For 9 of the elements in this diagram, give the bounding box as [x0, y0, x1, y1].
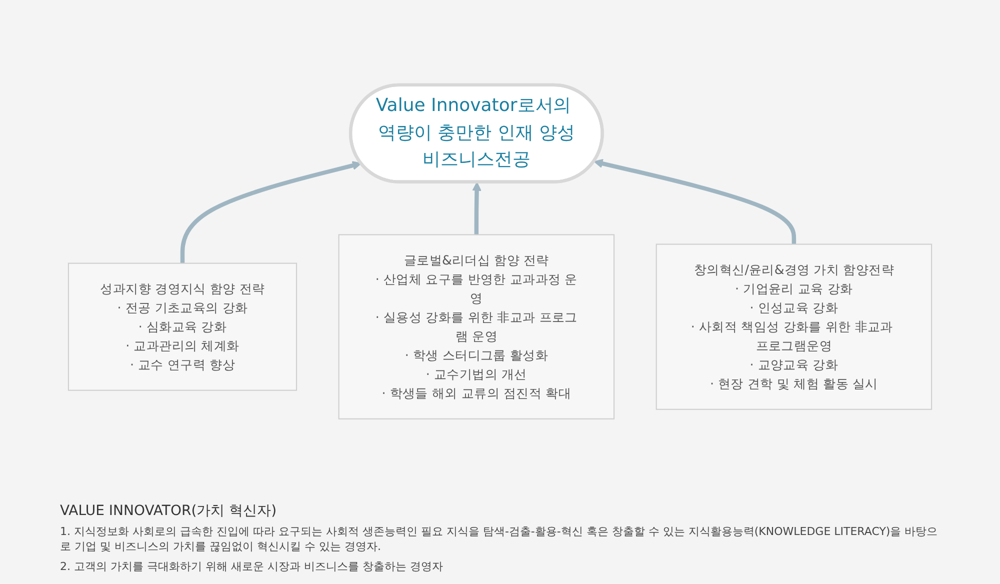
definition-text: 2. 고객의 가치를 극대화하기 위해 새로운 시장과 비즈니스를 창출하는 경영자 — [60, 558, 444, 574]
section-heading: VALUE INNOVATOR(가치 혁신자) — [60, 502, 278, 520]
arrow — [472, 182, 482, 235]
definition-text: 1. 지식정보화 사회로의 급속한 진입에 따라 요구되는 사회적 생존능력인 필요 지식을 탐색-검출-활용-혁신 혹은 창출할 수 있는 지식활용능력(KNOWLEDGE LITERACY)을 바탕으로 기업 및 비즈니스의 가치를 끊임없이 혁신시킬 수 있는 경영자. — [60, 524, 939, 555]
arrow — [180, 160, 362, 264]
node-box: 성과지향 경영지식 함양 전략 · 전공 기초교육의 강화 · 심화교육 강화 · 교과관리의 체계화 · 교수 연구력 향상 — [68, 262, 298, 391]
arrow — [594, 158, 796, 244]
node-box: 글로벌&리더십 함양 전략 · 산업체 요구를 반영한 교과과정 운영 · 실용성 강화를 위한 非교과 프로그램 운영 · 학생 스터디그룹 활성화 · 교수기법의 개선 · 학생들 해외 교류의 점진적 확대 — [338, 234, 615, 420]
node-box: 창의혁신/윤리&경영 가치 함양전략 · 기업윤리 교육 강화 · 인성교육 강화 · 사회적 책임성 강화를 위한 非교과 프로그램운영 · 교양교육 강화 · 현장 견학 및 체험 활동 실시 — [656, 244, 932, 410]
